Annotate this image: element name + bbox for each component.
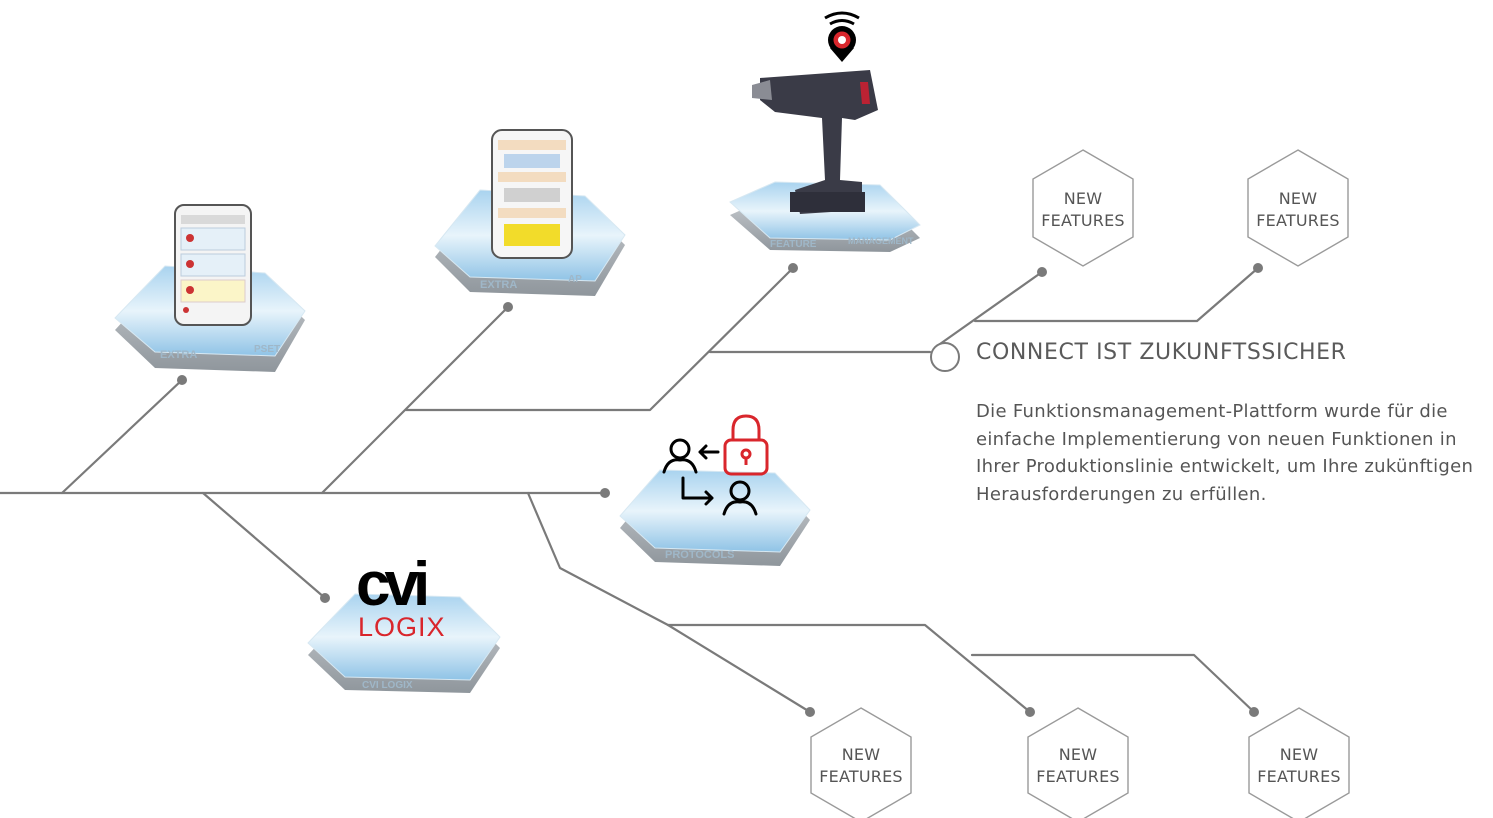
platform-pset-left: EXTRA [160, 349, 197, 361]
new-features-label: NEW FEATURES [1243, 188, 1353, 232]
platform-protocols: PROTOCOLS [619, 469, 811, 566]
connector-lines [0, 266, 1260, 714]
hex-label-line1: NEW [841, 745, 881, 764]
new-features-label: NEW FEATURES [1244, 744, 1354, 788]
new-features-label: NEW FEATURES [1023, 744, 1133, 788]
hex-label-line2: FEATURES [819, 767, 903, 786]
padlock-icon [723, 414, 769, 476]
platform-protocols-label: PROTOCOLS [665, 549, 734, 561]
new-features-label: NEW FEATURES [806, 744, 916, 788]
platform-feature-right: MANAGEMENT [848, 236, 914, 246]
logo-logix-text: LOGIX [358, 612, 446, 642]
wireless-pin-icon [824, 11, 860, 62]
power-tool-icon [752, 70, 878, 214]
hex-label-line2: FEATURES [1041, 211, 1125, 230]
logo-cvi-text: CVI [356, 550, 430, 619]
user-lock-icon [662, 438, 758, 516]
hex-label-line1: NEW [1279, 745, 1319, 764]
platform-cvilogix-label: CVI LOGIX [362, 680, 413, 691]
hex-label-line1: NEW [1063, 189, 1103, 208]
new-features-label: NEW FEATURES [1028, 188, 1138, 232]
hex-label-line1: NEW [1278, 189, 1318, 208]
section-body-text: Die Funktionsmanagement-Plattform wurde … [976, 401, 1474, 505]
platform-feature-left: FEATURE [770, 239, 817, 250]
junction-ring [930, 342, 960, 372]
platform-pset-right: PSET [254, 344, 280, 355]
hex-label-line2: FEATURES [1257, 767, 1341, 786]
platform-cvi-logix: CVI LOGIX [307, 593, 501, 693]
hex-label-line2: FEATURES [1036, 767, 1120, 786]
cvi-logix-logo: CVI LOGIX [356, 554, 456, 645]
platform-ap-left: EXTRA [480, 279, 517, 291]
endpoint-dots [177, 263, 1263, 717]
phone-device-icon [174, 204, 252, 326]
new-feature-hexagons [810, 149, 1350, 818]
hex-label-line2: FEATURES [1256, 211, 1340, 230]
hex-label-line1: NEW [1058, 745, 1098, 764]
workflow-tablet-icon [491, 129, 573, 259]
section-heading: CONNECT IST ZUKUNFTSSICHER [976, 340, 1347, 365]
platform-ap-right: AP [568, 274, 582, 285]
